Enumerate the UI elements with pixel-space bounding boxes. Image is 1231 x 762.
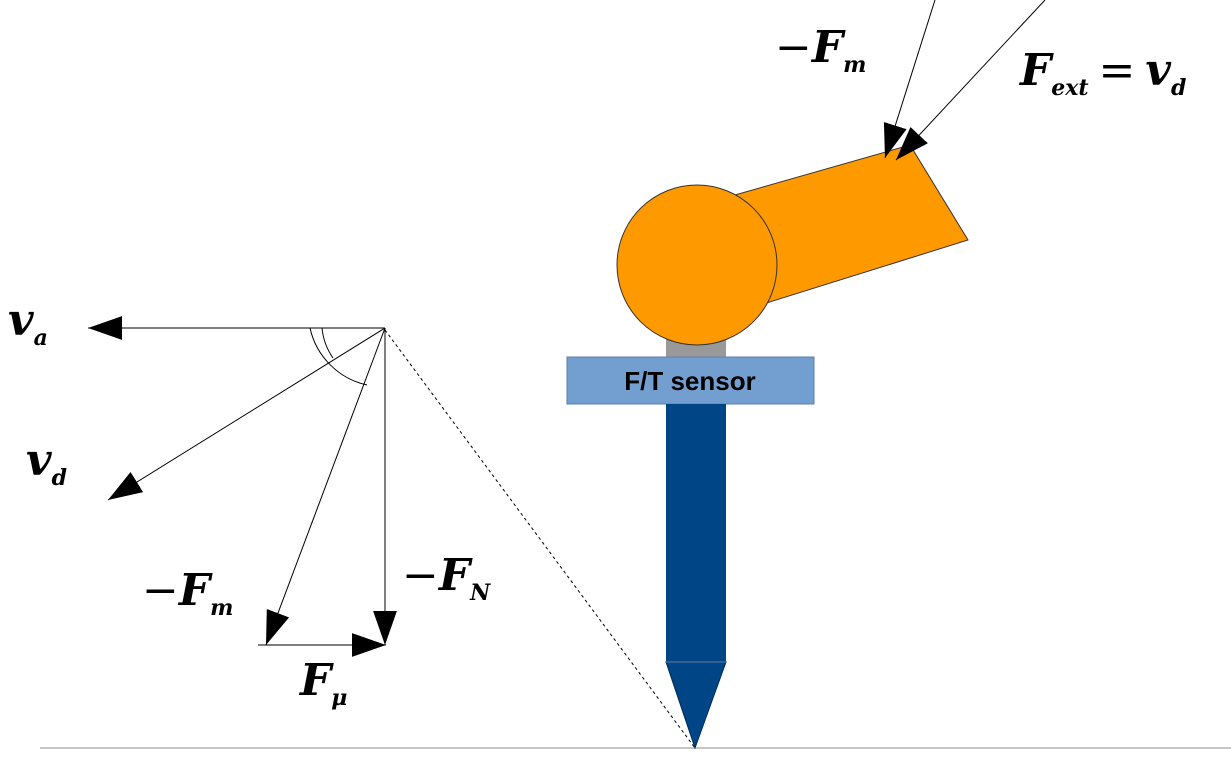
vd-arrow	[107, 327, 386, 501]
vd-label: vd	[26, 435, 67, 491]
dashed-guide-line	[384, 329, 696, 749]
angle-arc-outer	[309, 327, 368, 386]
angle-arc-inner	[321, 327, 334, 359]
neg-fm-top-label: −Fm	[775, 22, 866, 78]
fext-label: Fext=vd	[1018, 45, 1186, 101]
robot-joint	[616, 184, 778, 346]
fext-arrow	[895, 0, 1046, 161]
va-label: va	[8, 295, 48, 351]
fmu-label: Fμ	[298, 655, 347, 711]
tool-tip	[665, 661, 727, 750]
tool-shaft	[666, 404, 726, 662]
neg-fn-label: −FN	[402, 550, 491, 606]
neg-fm-label: −Fm	[142, 565, 233, 621]
neg-fm-arrow	[265, 327, 386, 646]
ft-sensor-label: F/T sensor	[624, 366, 755, 396]
neg-fm-top-arrow	[883, 0, 936, 159]
